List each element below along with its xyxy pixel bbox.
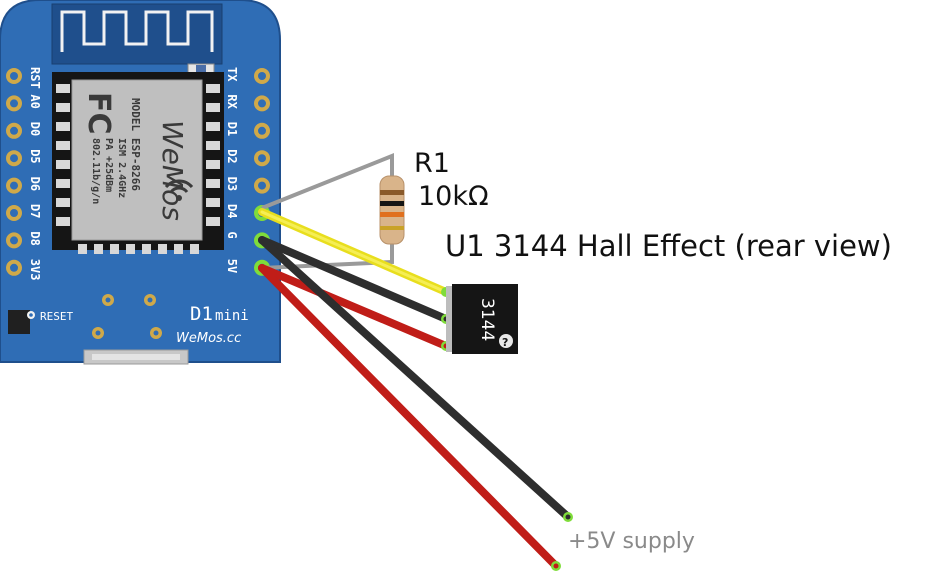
sensor-badge: ? bbox=[502, 336, 508, 349]
pin-label-left-d6: D6 bbox=[28, 177, 42, 191]
pin-left-3v3[interactable]: 3V3 bbox=[6, 259, 42, 281]
board-name-suffix: mini bbox=[215, 308, 249, 324]
pin-label-right-d3: D3 bbox=[225, 177, 239, 191]
module-model: ESP-8266 bbox=[129, 138, 142, 191]
pin-left-a0[interactable]: A0 bbox=[6, 94, 42, 112]
wire-ground-supply bbox=[258, 236, 572, 521]
module-ism: ISM 2.4GHz bbox=[116, 138, 127, 198]
pin-left-d0[interactable]: D0 bbox=[6, 122, 42, 139]
module-pa: PA +25dBm bbox=[103, 138, 114, 192]
wire-power-sensor bbox=[258, 264, 450, 350]
pin-right-d2[interactable]: D2 bbox=[225, 149, 270, 167]
pin-label-right-d1: D1 bbox=[225, 122, 239, 136]
fcc-logo: FC bbox=[81, 92, 116, 135]
pin-right-tx[interactable]: TX bbox=[225, 67, 270, 84]
module-label: WeMos FC MODEL ESP-8266 ISM 2.4GHz PA +2… bbox=[81, 92, 194, 221]
pin-right-d1[interactable]: D1 bbox=[225, 122, 270, 139]
help-badge-icon bbox=[499, 334, 513, 348]
module-model-label: MODEL bbox=[129, 98, 142, 131]
pin-label-left-d8: D8 bbox=[28, 231, 42, 245]
pin-label-right-g: G bbox=[225, 231, 239, 238]
resistor-value-label: 10kΩ bbox=[418, 181, 489, 212]
pin-label-left-d5: D5 bbox=[28, 149, 42, 163]
pin-label-left-a0: A0 bbox=[28, 94, 42, 108]
pin-label-left-rst: RST bbox=[28, 67, 42, 89]
pin-left-d6[interactable]: D6 bbox=[6, 177, 42, 194]
wemos-d1-mini-board: RESET D1 mini WeMos.cc WeMos FC MODEL ES… bbox=[0, 0, 281, 365]
wifi-icon bbox=[164, 179, 194, 201]
module-pads bbox=[56, 84, 220, 254]
mounting-holes bbox=[92, 294, 162, 339]
pin-label-right-d2: D2 bbox=[225, 149, 239, 163]
pin-right-d3[interactable]: D3 bbox=[225, 177, 270, 194]
pin-label-left-d0: D0 bbox=[28, 122, 42, 136]
resistor-name-label: R1 bbox=[414, 148, 450, 179]
reset-label: RESET bbox=[40, 310, 73, 323]
wire-ground-sensor bbox=[258, 236, 450, 323]
module-wifi: 802.11b/g/n bbox=[90, 138, 101, 204]
wires bbox=[258, 208, 573, 571]
pin-label-right-5v: 5V bbox=[225, 259, 239, 273]
resistor-body bbox=[379, 175, 405, 245]
resistor-r1 bbox=[261, 153, 405, 270]
pin-left-d8[interactable]: D8 bbox=[6, 231, 42, 249]
pin-left-d5[interactable]: D5 bbox=[6, 149, 42, 167]
resistor-lead-top bbox=[261, 153, 394, 210]
reset-button[interactable] bbox=[8, 310, 30, 334]
pin-label-left-3v3: 3V3 bbox=[28, 259, 42, 281]
pin-right-rx[interactable]: RX bbox=[225, 94, 270, 112]
resistor-lead-bottom bbox=[261, 238, 394, 270]
sensor-marking: 3144 bbox=[477, 298, 497, 341]
sensor-leads bbox=[446, 286, 454, 352]
supply-label: +5V supply bbox=[568, 529, 695, 554]
usb-connector bbox=[83, 349, 189, 365]
esp8266-module bbox=[52, 72, 224, 250]
pin-label-right-tx: TX bbox=[225, 67, 239, 82]
pin-label-right-rx: RX bbox=[225, 94, 239, 109]
board-name-prefix: D1 bbox=[190, 303, 213, 325]
wire-power-supply bbox=[258, 264, 560, 570]
antenna-trace bbox=[60, 10, 214, 52]
pin-label-right-d4: D4 bbox=[225, 204, 239, 218]
pin-left-d7[interactable]: D7 bbox=[6, 204, 42, 221]
module-logo: WeMos bbox=[156, 120, 189, 221]
sensor-title-label: U1 3144 Hall Effect (rear view) bbox=[445, 229, 892, 263]
hall-sensor-3144: 3144 ? bbox=[446, 284, 518, 354]
pin-label-left-d7: D7 bbox=[28, 204, 42, 218]
pin-left-rst[interactable]: RST bbox=[6, 67, 42, 89]
board-brand: WeMos.cc bbox=[176, 331, 241, 346]
